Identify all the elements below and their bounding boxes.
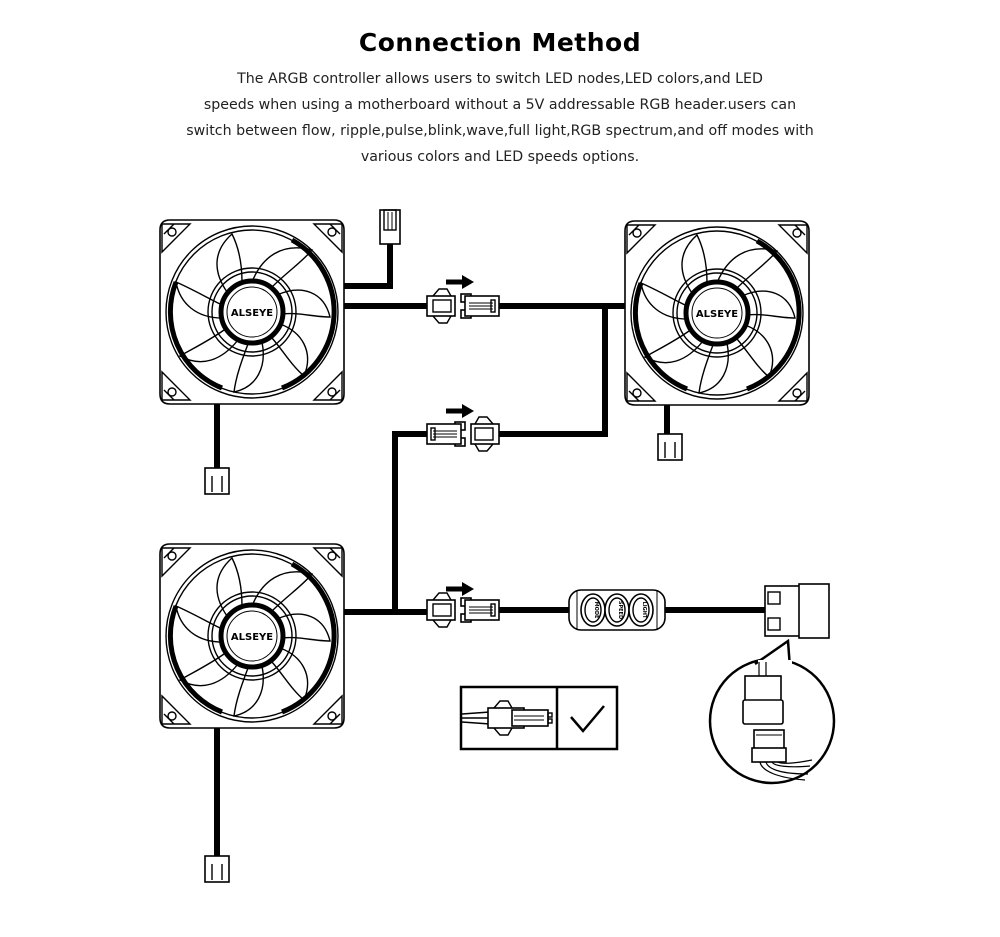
wire-branch-left [392, 431, 433, 615]
fan-brand-label: ALSEYE [231, 632, 273, 643]
description-line: switch between flow, ripple,pulse,blink,… [186, 123, 814, 139]
fan-plug-icon [657, 433, 683, 461]
mated-connector-icon [461, 700, 553, 736]
connector-pair [426, 416, 500, 452]
arrow-right-icon [446, 404, 474, 418]
arrow-right-icon [446, 582, 474, 596]
description: The ARGB controller allows users to swit… [130, 66, 870, 170]
fan-top-left: ALSEYE [160, 220, 344, 404]
fan-bottom-left: ALSEYE [160, 544, 344, 728]
speed-button: SPEED [604, 593, 630, 627]
fan-brand-label: ALSEYE [231, 308, 273, 319]
checkmark-icon [570, 705, 605, 733]
description-line: The ARGB controller allows users to swit… [237, 71, 763, 87]
mode-button-label: MODE [593, 602, 599, 619]
connector-pair [426, 592, 500, 628]
wire-branch-down [497, 303, 608, 437]
correct-connection-legend [459, 685, 619, 751]
page-title: Connection Method [358, 28, 642, 57]
wire-fan1-to-plug [339, 243, 393, 289]
fan-brand-label: ALSEYE [696, 309, 738, 320]
description-line: speeds when using a motherboard without … [203, 97, 797, 113]
arrow-right-icon [446, 275, 474, 289]
speed-button-label: SPEED [617, 601, 623, 619]
fan-plug-icon [204, 855, 230, 883]
fan-plug-icon [204, 467, 230, 495]
description-line: various colors and LED speeds options. [360, 149, 640, 165]
fan-top-right: ALSEYE [625, 221, 809, 405]
wires [214, 243, 765, 861]
light-button: LIGHT [628, 593, 654, 627]
connector-pair [426, 288, 500, 324]
molex-zoom-callout [708, 638, 836, 785]
molex-connector [764, 583, 830, 639]
argb-plug-icon [379, 209, 401, 245]
light-button-label: LIGHT [641, 602, 647, 619]
mode-button: MODE [580, 593, 606, 627]
argb-controller: MODE SPEED LIGHT [568, 589, 666, 631]
